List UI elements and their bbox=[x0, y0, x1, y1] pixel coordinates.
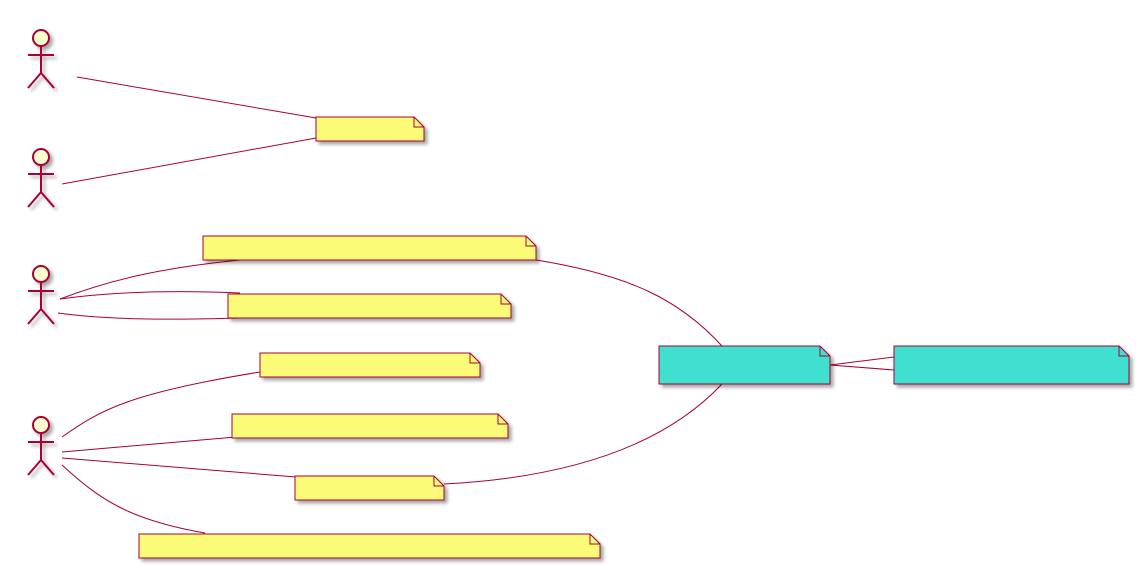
actor-3 bbox=[27, 265, 55, 325]
note-5 bbox=[231, 413, 509, 439]
note-8 bbox=[658, 345, 831, 385]
connector-actor4-note5 bbox=[61, 436, 237, 453]
note-1 bbox=[315, 116, 425, 142]
note-3 bbox=[227, 293, 512, 319]
note-7 bbox=[138, 533, 601, 559]
connector-actor4-note4 bbox=[61, 371, 261, 438]
connector-note6-note8 bbox=[443, 383, 723, 485]
actor-2 bbox=[27, 148, 55, 208]
note-2 bbox=[202, 235, 537, 261]
connector-actor4-note6 bbox=[61, 457, 297, 478]
connectors bbox=[57, 76, 895, 534]
actor-4 bbox=[27, 416, 55, 476]
note-4 bbox=[259, 352, 481, 378]
connector-actor3-note2 bbox=[59, 259, 241, 300]
actor-1 bbox=[27, 29, 55, 89]
note-6 bbox=[294, 475, 445, 501]
connector-actor3-note3a bbox=[59, 291, 241, 300]
connector-note2-note8 bbox=[535, 259, 723, 347]
connector-actor1-note1 bbox=[76, 76, 317, 119]
connector-actor2-note1 bbox=[61, 137, 317, 185]
note-9 bbox=[893, 345, 1130, 385]
connector-actor3-note3b bbox=[57, 312, 241, 320]
connector-note8-note9 bbox=[829, 356, 895, 371]
connector-actor4-note7 bbox=[61, 464, 206, 534]
